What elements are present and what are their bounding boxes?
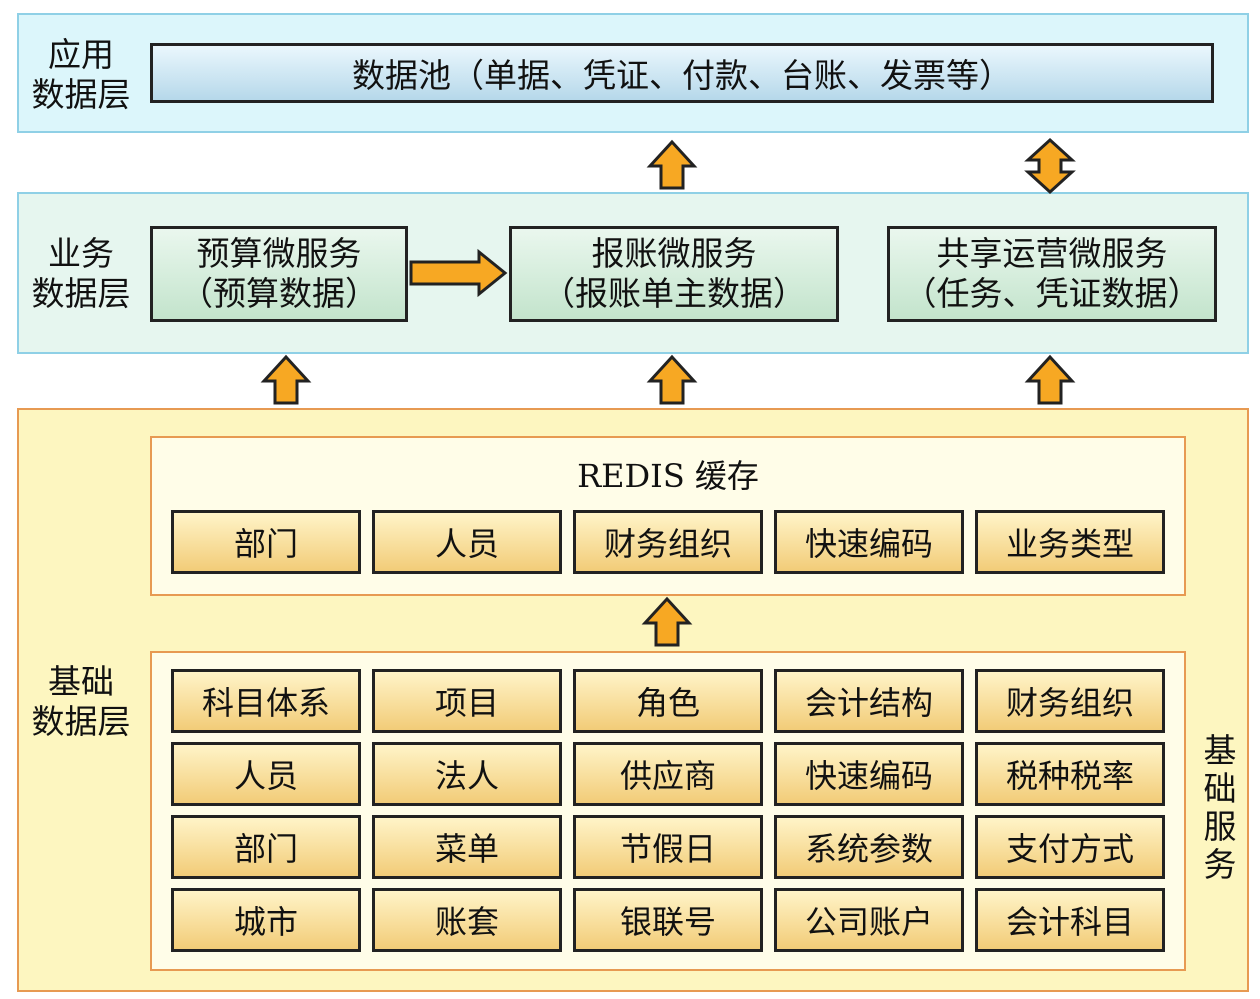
reimbursement-microservice-title: 报账微服务	[591, 234, 757, 273]
arrow-up-base-to-redis	[641, 596, 693, 647]
application-layer-label-line1: 应用	[48, 35, 114, 74]
arrow-right-icon	[409, 248, 508, 298]
redis-item: 业务类型	[975, 510, 1165, 574]
base-data-item: 税种税率	[975, 742, 1165, 806]
arrow-up-icon	[641, 596, 693, 647]
arrow-up-icon	[646, 354, 698, 405]
shared-operations-microservice-box: 共享运营微服务 （任务、凭证数据）	[887, 226, 1217, 322]
base-services-char: 务	[1203, 845, 1237, 884]
arrow-up-business-to-app	[646, 139, 698, 190]
base-layer-label-line1: 基础	[48, 662, 114, 701]
arrow-up-base-to-shared	[1024, 354, 1076, 405]
base-services-char: 础	[1203, 769, 1237, 808]
arrow-up-base-to-reimbursement	[646, 354, 698, 405]
base-data-item: 部门	[171, 815, 361, 879]
redis-item: 部门	[171, 510, 361, 574]
base-data-item: 财务组织	[975, 669, 1165, 733]
base-data-item: 快速编码	[774, 742, 964, 806]
application-layer-label: 应用 数据层	[31, 35, 131, 115]
business-data-layer: 业务 数据层 预算微服务 （预算数据） 报账微服务 （报账单主数据） 共享运营微…	[17, 192, 1249, 354]
redis-cache-box: REDIS 缓存 部门 人员 财务组织 快速编码 业务类型	[150, 436, 1186, 596]
arrow-right-budget-to-reimbursement	[409, 248, 508, 298]
base-services-char: 基	[1203, 731, 1237, 770]
application-layer-label-line2: 数据层	[31, 75, 131, 114]
application-data-layer: 应用 数据层 数据池（单据、凭证、付款、台账、发票等）	[17, 13, 1249, 133]
base-data-item: 银联号	[573, 888, 763, 952]
budget-microservice-data: （预算数据）	[180, 274, 378, 313]
redis-item: 财务组织	[573, 510, 763, 574]
base-data-item: 菜单	[372, 815, 562, 879]
base-data-item: 法人	[372, 742, 562, 806]
data-pool-box: 数据池（单据、凭证、付款、台账、发票等）	[150, 43, 1214, 103]
base-data-item: 人员	[171, 742, 361, 806]
base-layer-label-line2: 数据层	[31, 702, 131, 741]
arrow-up-base-to-budget	[260, 354, 312, 405]
base-services-char: 服	[1203, 807, 1237, 846]
redis-cache-title: REDIS 缓存	[577, 457, 759, 495]
base-data-item: 节假日	[573, 815, 763, 879]
base-data-layer: 基础 数据层 基 础 服 务 REDIS 缓存 部门 人员 财务组织 快速编码 …	[17, 408, 1249, 992]
reimbursement-microservice-data: （报账单主数据）	[542, 274, 806, 313]
arrow-up-icon	[646, 139, 698, 190]
base-data-item: 公司账户	[774, 888, 964, 952]
base-data-item: 科目体系	[171, 669, 361, 733]
base-data-item: 供应商	[573, 742, 763, 806]
double-arrow-icon	[1024, 137, 1076, 195]
base-layer-label: 基础 数据层	[31, 662, 131, 742]
base-data-item: 账套	[372, 888, 562, 952]
base-data-item: 角色	[573, 669, 763, 733]
business-layer-label-line1: 业务	[48, 234, 114, 273]
shared-operations-microservice-title: 共享运营微服务	[936, 234, 1168, 273]
base-data-grid-box: 科目体系 项目 角色 会计结构 财务组织 人员 法人 供应商 快速编码 税种税率…	[150, 651, 1186, 971]
budget-microservice-box: 预算微服务 （预算数据）	[150, 226, 408, 322]
base-data-item: 城市	[171, 888, 361, 952]
business-layer-label-line2: 数据层	[31, 274, 131, 313]
arrow-up-icon	[1024, 354, 1076, 405]
redis-item: 人员	[372, 510, 562, 574]
base-data-item: 支付方式	[975, 815, 1165, 879]
base-data-item: 会计结构	[774, 669, 964, 733]
base-data-item: 项目	[372, 669, 562, 733]
business-layer-label: 业务 数据层	[31, 234, 131, 314]
reimbursement-microservice-box: 报账微服务 （报账单主数据）	[509, 226, 839, 322]
base-data-item: 系统参数	[774, 815, 964, 879]
redis-item: 快速编码	[774, 510, 964, 574]
arrow-up-icon	[260, 354, 312, 405]
base-services-label: 基 础 服 务	[1197, 732, 1243, 884]
arrow-bidirectional-shared-app	[1024, 137, 1076, 195]
shared-operations-microservice-data: （任务、凭证数据）	[903, 274, 1201, 313]
base-data-item: 会计科目	[975, 888, 1165, 952]
budget-microservice-title: 预算微服务	[196, 234, 362, 273]
